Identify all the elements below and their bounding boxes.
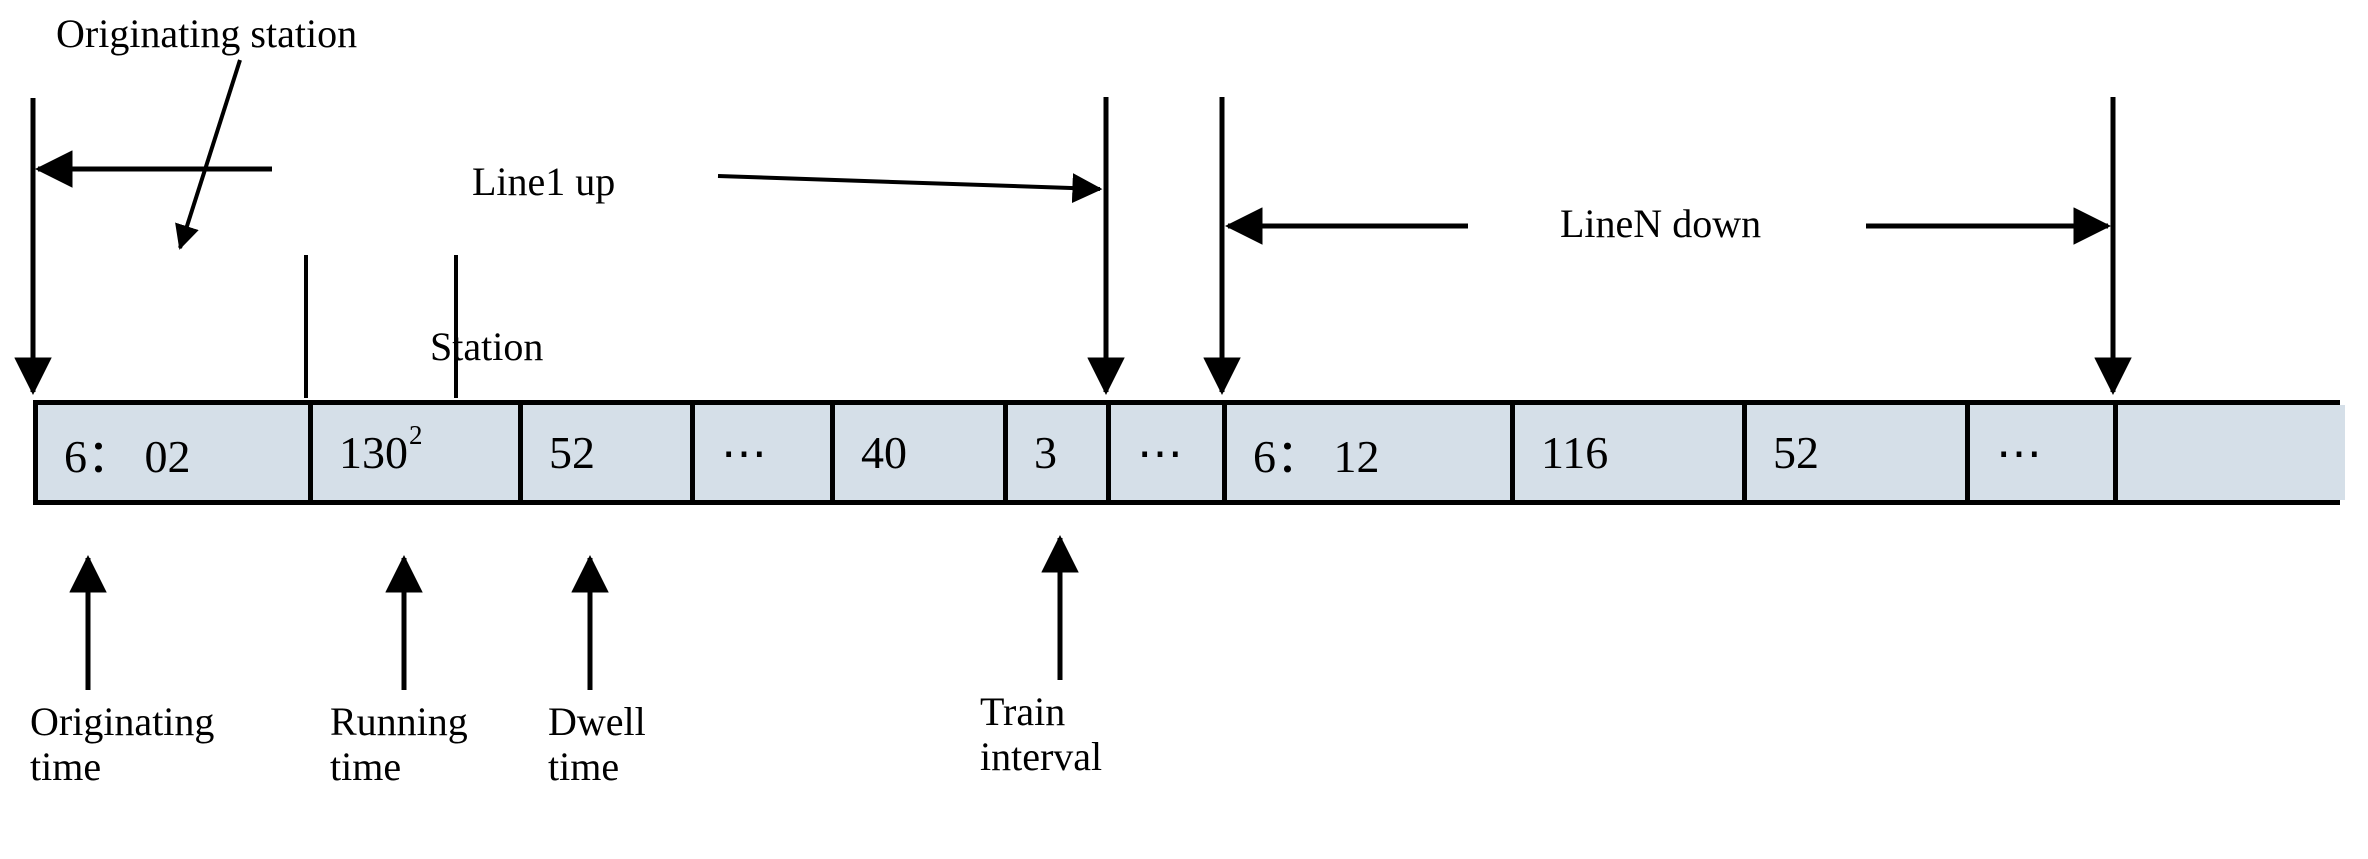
label-originating-station: Originating station <box>56 11 358 56</box>
cell-value: ⋯ <box>1996 427 2044 479</box>
cell-value: 40 <box>861 427 907 478</box>
cell-ellipsis-1: ⋯ <box>695 405 835 500</box>
cell-value: ⋯ <box>1137 427 1185 479</box>
originating-station-leader <box>175 59 242 250</box>
cell-dwell-time-2: 52 <box>1747 405 1970 500</box>
cell-originating-time-2: 6： 12 <box>1227 405 1515 500</box>
label-running-time: Running time <box>330 699 468 789</box>
cell-running-time-2: 40 <box>835 405 1008 500</box>
label-station: Station <box>430 324 544 369</box>
label-originating-time: Originating time <box>30 699 215 789</box>
label-linen-down: LineN down <box>1560 201 1762 246</box>
cell-empty <box>2118 405 2345 500</box>
cell-ellipsis-3: ⋯ <box>1970 405 2118 500</box>
cell-value: 6： 02 <box>64 430 191 482</box>
label-line1-up: Line1 up <box>472 159 616 204</box>
cell-dwell-time: 52 <box>523 405 695 500</box>
cell-value: 130 <box>339 427 408 478</box>
cell-value: 52 <box>1773 427 1819 478</box>
cell-originating-time: 6： 02 <box>38 405 313 500</box>
cell-value: ⋯ <box>721 427 769 479</box>
cell-value: 6： 12 <box>1253 430 1380 482</box>
cell-superscript: 2 <box>409 420 423 450</box>
label-train-interval: Train interval <box>980 689 1103 779</box>
cell-ellipsis-2: ⋯ <box>1111 405 1227 500</box>
label-dwell-time: Dwell time <box>548 699 646 789</box>
cell-train-interval: 3 <box>1008 405 1111 500</box>
cell-value: 116 <box>1541 427 1609 478</box>
cell-value: 3 <box>1034 427 1057 478</box>
line1-up-arrow <box>717 173 1103 204</box>
cell-running-time-3: 116 <box>1515 405 1747 500</box>
cell-value: 52 <box>549 427 595 478</box>
